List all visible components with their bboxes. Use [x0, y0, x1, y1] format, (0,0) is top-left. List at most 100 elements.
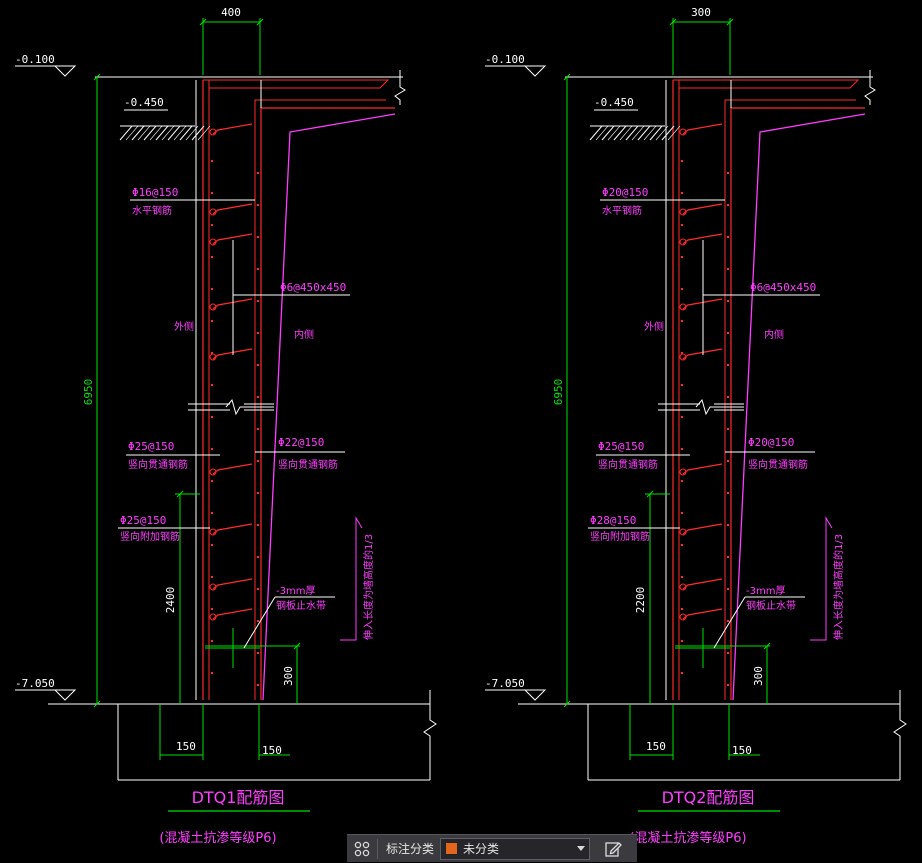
rebar-dot: [727, 460, 729, 462]
soil-hatch: [661, 125, 675, 141]
waterstop-spec: -3mm厚: [746, 585, 785, 597]
soil-hatch: [125, 125, 139, 141]
break-symbol: [394, 70, 406, 105]
rebar-dot: [727, 684, 729, 686]
rebar-dot: [681, 640, 683, 642]
rebar-dot: [681, 672, 683, 674]
annotation-category-label: 标注分类: [386, 842, 435, 856]
inner-vertical-spec: Φ22@150: [278, 436, 324, 449]
dim-tick: [256, 18, 264, 26]
horizontal-rebar-spec: Φ20@150: [602, 186, 648, 199]
dim-tick: [669, 18, 677, 26]
grid-icon[interactable]: [347, 835, 377, 863]
elevation-soil: -0.450: [124, 96, 164, 109]
rebar-dot: [727, 428, 729, 430]
horizontal-rebar-hook: [682, 123, 723, 135]
outer-vertical-desc: 竖向贯通钢筋: [598, 458, 658, 471]
anchor-note: 伸入长度为墙高度的1/3: [832, 534, 845, 640]
soil-hatch: [149, 125, 163, 141]
soil-hatch: [185, 125, 199, 141]
elevation-bottom: -7.050: [485, 677, 525, 690]
waterstop-desc: 钢板止水带: [746, 599, 796, 612]
rebar-dot: [211, 672, 213, 674]
added-length-dim-text: 2200: [634, 587, 647, 614]
rebar-dot: [727, 492, 729, 494]
rebar-dot: [257, 428, 259, 430]
wall-break-zigzag: [225, 398, 274, 416]
horizontal-rebar-hook: [682, 298, 723, 310]
dim-tick: [726, 18, 734, 26]
edit-icon[interactable]: [598, 835, 628, 863]
rebar-hook-end: [209, 468, 217, 476]
horizontal-rebar-hook: [212, 233, 253, 245]
anchor-arrow: [810, 516, 833, 641]
waterstop-leader: [713, 596, 746, 649]
annotation-category-select[interactable]: 未分类: [440, 837, 591, 860]
rebar-dot: [681, 384, 683, 386]
horizontal-rebar-desc: 水平钢筋: [602, 204, 642, 217]
drawing-title: DTQ1配筋图: [192, 788, 285, 807]
rebar-dot: [727, 588, 729, 590]
rebar-dot: [211, 160, 213, 162]
rebar-dot: [727, 364, 729, 366]
rebar-dot: [727, 332, 729, 334]
rebar-dot: [681, 352, 683, 354]
added-vertical-spec: Φ28@150: [590, 514, 636, 527]
rebar-hook-end: [679, 208, 687, 216]
annotation-toolbar: 标注分类 未分类: [347, 834, 637, 862]
elevation-symbol: [524, 65, 547, 77]
rebar-dot: [681, 576, 683, 578]
outer-side-label: 外侧: [174, 320, 194, 333]
rebar-dot: [727, 172, 729, 174]
added-vertical-spec: Φ25@150: [120, 514, 166, 527]
added-vertical-desc: 竖向附加钢筋: [590, 530, 650, 543]
rebar-dot: [211, 384, 213, 386]
soil-hatch: [625, 125, 639, 141]
soil-hatch: [631, 125, 645, 141]
rebar-dot: [257, 268, 259, 270]
foundation-break: [893, 690, 907, 780]
horizontal-rebar-hook: [212, 523, 253, 535]
rebar-dot: [681, 320, 683, 322]
waterstop-desc: 钢板止水带: [276, 599, 326, 612]
rebar-dot: [257, 204, 259, 206]
soil-hatch: [649, 125, 663, 141]
added-length-dim-text: 2400: [164, 587, 177, 614]
rebar-dot: [211, 448, 213, 450]
rebar-dot: [257, 460, 259, 462]
drawing-subtitle: (混凝土抗渗等级P6): [629, 830, 746, 846]
rebar-dot: [257, 524, 259, 526]
toolbar-separator: [377, 838, 378, 859]
rebar-dot: [211, 192, 213, 194]
elevation-symbol: [524, 689, 547, 701]
soil-hatch: [137, 125, 151, 141]
horizontal-rebar-hook: [212, 298, 253, 310]
category-selected-value: 未分类: [463, 842, 500, 856]
rebar-dot: [211, 256, 213, 258]
bottom-dim-right-text: 150: [262, 744, 282, 757]
soil-hatch: [191, 125, 205, 141]
waterstop-dim-text: 300: [282, 666, 295, 686]
rebar-hook-end: [209, 303, 217, 311]
rebar-dot: [211, 224, 213, 226]
soil-hatch: [173, 125, 187, 141]
dim-tick: [563, 700, 571, 708]
outer-vertical-desc: 竖向贯通钢筋: [128, 458, 188, 471]
horizontal-rebar-hook: [682, 463, 723, 475]
rebar-dot: [257, 620, 259, 622]
elevation-top: -0.100: [15, 53, 55, 66]
chevron-down-icon: [577, 846, 586, 851]
top-dim-text: 400: [221, 6, 241, 19]
wall-taper-line: [732, 113, 866, 701]
rebar-hook-end: [209, 238, 217, 246]
tie-bar-spec: Φ6@450x450: [750, 281, 816, 294]
dim-tick: [93, 700, 101, 708]
soil-hatch: [667, 125, 681, 141]
outer-vertical-spec: Φ25@150: [598, 440, 644, 453]
dim-tick: [563, 73, 571, 81]
dim-tick: [199, 18, 207, 26]
horizontal-rebar-hook: [212, 123, 253, 135]
soil-hatch: [119, 125, 133, 141]
